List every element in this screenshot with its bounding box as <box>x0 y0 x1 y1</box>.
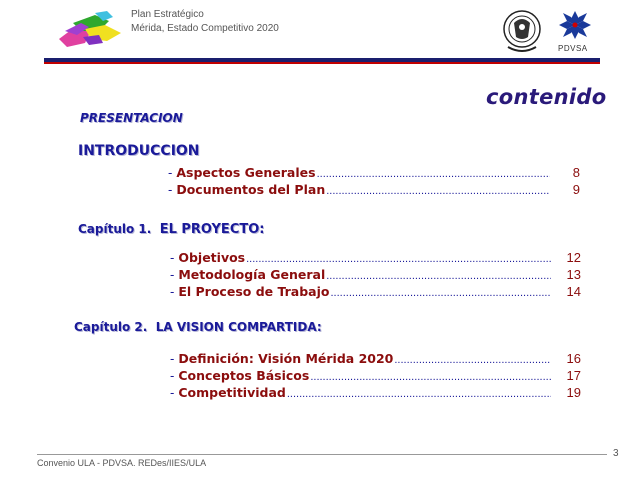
header-divider <box>44 58 600 62</box>
toc-leader: ........................................… <box>246 253 551 265</box>
toc-entry-page: 14 <box>566 284 581 299</box>
toc-entry: - Competitividad .......................… <box>170 385 581 400</box>
header-subtitle: Mérida, Estado Competitivo 2020 <box>131 23 279 34</box>
page-number: 3 <box>613 448 619 459</box>
toc-group-intro: - Aspectos Generales ...................… <box>168 165 580 199</box>
section-capitulo-2: Capítulo 2. LA VISION COMPARTIDA: <box>74 320 322 334</box>
chapter-prefix: Capítulo 2. <box>74 320 148 334</box>
toc-entry: - Documentos del Plan ..................… <box>168 182 580 197</box>
toc-leader: ........................................… <box>310 371 551 383</box>
chapter-prefix: Capítulo 1. <box>78 222 152 236</box>
toc-entry-label: Metodología General <box>178 267 326 282</box>
toc-entry: - Definición: Visión Mérida 2020 .......… <box>170 351 581 366</box>
toc-entry-label: Definición: Visión Mérida 2020 <box>178 351 394 366</box>
toc-entry-label: Conceptos Básicos <box>178 368 310 383</box>
section-introduccion: INTRODUCCION <box>78 143 200 159</box>
toc-entry-page: 8 <box>572 165 580 180</box>
chapter-title: EL PROYECTO: <box>159 222 265 237</box>
toc-group-cap2: - Definición: Visión Mérida 2020 .......… <box>170 351 581 402</box>
toc-leader: ........................................… <box>326 185 550 197</box>
toc-entry-page: 19 <box>566 385 581 400</box>
toc-entry: - El Proceso de Trabajo ................… <box>170 284 581 299</box>
toc-entry: - Metodología General ..................… <box>170 267 581 282</box>
page-title: contenido <box>486 85 607 109</box>
plan-logo <box>55 9 125 51</box>
footer-text: Convenio ULA - PDVSA. REDes/IIES/ULA <box>37 458 207 468</box>
pdvsa-logo <box>555 9 595 41</box>
chapter-title: LA VISION COMPARTIDA: <box>155 320 322 334</box>
toc-entry-page: 13 <box>566 267 581 282</box>
section-presentacion: PRESENTACION <box>80 111 183 125</box>
toc-entry-page: 17 <box>566 368 581 383</box>
toc-entry: - Objetivos ............................… <box>170 250 581 265</box>
footer-divider <box>37 454 607 455</box>
toc-entry-page: 12 <box>566 250 581 265</box>
toc-leader: ........................................… <box>394 354 551 366</box>
toc-entry-page: 16 <box>566 351 581 366</box>
toc-leader: ........................................… <box>286 388 551 400</box>
toc-leader: ........................................… <box>330 287 552 299</box>
university-seal-logo <box>502 9 542 53</box>
pdvsa-wordmark: PDVSA <box>558 44 588 53</box>
header-title: Plan Estratégico <box>131 9 204 20</box>
toc-entry: - Aspectos Generales ...................… <box>168 165 580 180</box>
toc-entry: - Conceptos Básicos ....................… <box>170 368 581 383</box>
toc-entry-label: Aspectos Generales <box>176 165 316 180</box>
toc-entry-page: 9 <box>572 182 580 197</box>
header-divider-accent <box>44 62 600 64</box>
toc-leader: ........................................… <box>326 270 551 282</box>
toc-entry-label: Documentos del Plan <box>176 182 326 197</box>
toc-entry-label: El Proceso de Trabajo <box>178 284 330 299</box>
toc-leader: ........................................… <box>316 168 550 180</box>
toc-entry-label: Competitividad <box>178 385 286 400</box>
toc-group-cap1: - Objetivos ............................… <box>170 250 581 301</box>
section-capitulo-1: Capítulo 1. EL PROYECTO: <box>78 222 264 237</box>
toc-entry-label: Objetivos <box>178 250 246 265</box>
